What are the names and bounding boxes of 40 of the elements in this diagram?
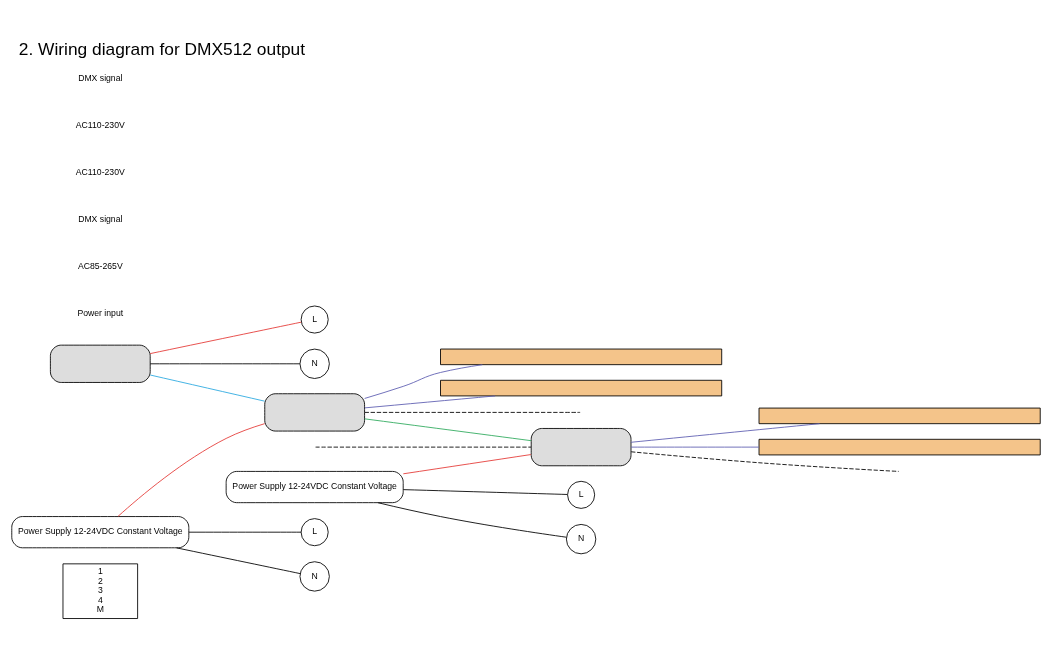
node-box: Power Supply 12-24VDC Constant Voltage: [11, 515, 190, 548]
node-circle: N: [565, 523, 597, 554]
node-circle: L: [300, 305, 329, 334]
connector: [630, 446, 760, 448]
node-box: Power Supply 12-24VDC Constant Voltage: [225, 470, 404, 503]
connector: [364, 411, 581, 413]
node-box: [530, 427, 632, 466]
connector: [149, 374, 266, 402]
label: AC85-265V: [77, 260, 123, 271]
connector: [176, 546, 301, 574]
connector: [630, 422, 820, 443]
connector: [117, 422, 266, 517]
connector: [402, 488, 568, 495]
connector: [315, 446, 532, 448]
diagram-title: 2. Wiring diagram for DMX512 output: [18, 38, 306, 59]
connector: [364, 394, 496, 408]
node-box: [49, 344, 151, 383]
connector: [630, 450, 900, 472]
node-bar: [440, 379, 723, 396]
connector: [149, 321, 302, 354]
node-bar: [758, 438, 1041, 455]
node-circle: N: [299, 348, 330, 379]
label: DMX signal: [78, 72, 123, 83]
connector: [377, 501, 567, 538]
label: AC110-230V: [75, 119, 125, 130]
node-bar: [440, 348, 723, 365]
connector: [149, 362, 301, 364]
node-bar: [758, 407, 1041, 424]
node-box: [264, 392, 365, 431]
node-circle: N: [299, 560, 330, 592]
connector: [402, 453, 532, 474]
label: AC110-230V: [75, 166, 125, 177]
connector: [364, 417, 532, 441]
node-circle: L: [300, 517, 329, 546]
node-circle: L: [567, 480, 596, 509]
label: DMX signal: [78, 213, 123, 224]
label: Power input: [77, 307, 124, 318]
connector: [188, 531, 302, 533]
connector: [364, 363, 483, 399]
node-box: 1 2 3 4 M: [62, 562, 139, 619]
